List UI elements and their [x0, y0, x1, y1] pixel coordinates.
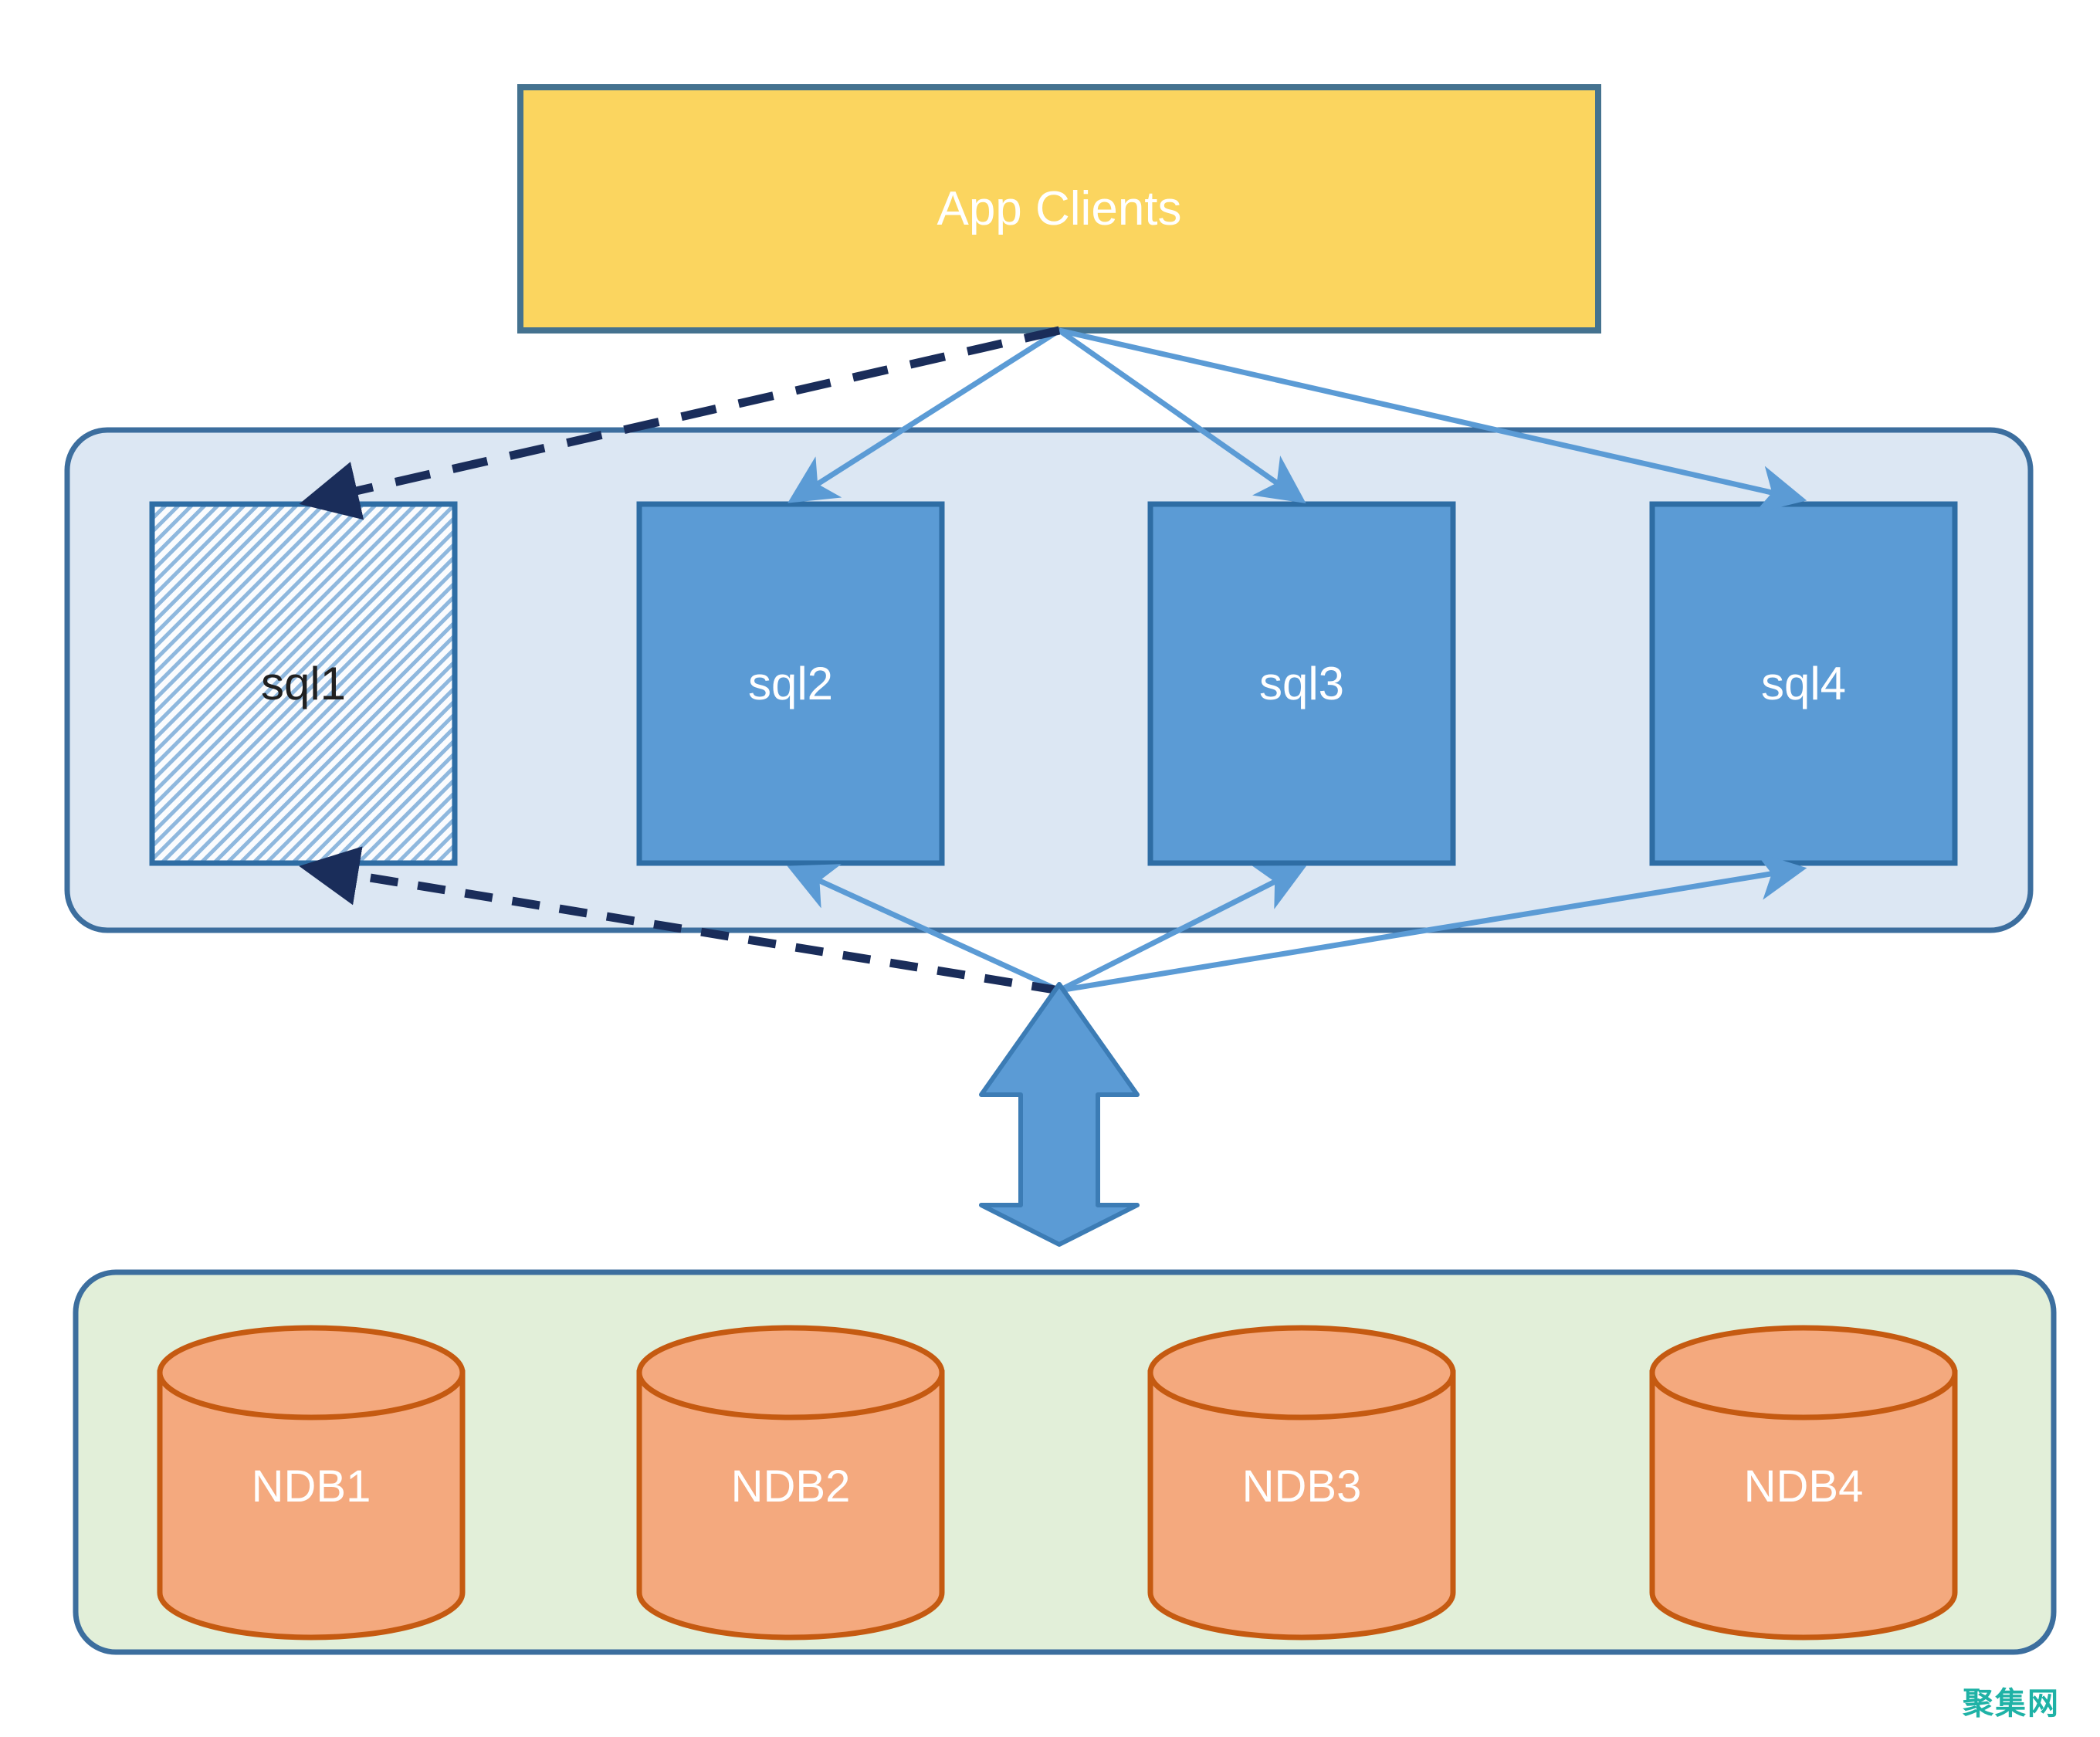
sql-node-sql1[interactable] — [149, 501, 458, 866]
client-to-sql-arrows — [788, 327, 1807, 514]
ndb-cylinder-ndb2[interactable] — [636, 1325, 945, 1640]
data-to-sql-arrows — [787, 852, 1807, 994]
sql-node-sql3[interactable] — [1147, 501, 1456, 866]
ndb-cylinder-ndb4[interactable] — [1649, 1325, 1958, 1640]
client-to-sql1-dashed-arrow — [299, 326, 1061, 520]
data-layer-panel — [73, 1269, 2057, 1655]
site-watermark: 聚集网 — [1963, 1686, 2060, 1722]
ndb-cylinder-ndb1[interactable] — [157, 1325, 466, 1640]
app-clients-box[interactable] — [517, 84, 1601, 334]
sql-node-sql2[interactable] — [636, 501, 945, 866]
sql-node-sql4[interactable] — [1649, 501, 1958, 866]
ndb-cylinder-ndb3[interactable] — [1147, 1325, 1456, 1640]
tier-link-bidirectional-arrow — [979, 982, 1140, 1247]
data-to-sql1-dashed-arrow — [299, 846, 1060, 995]
sql-layer-panel — [64, 427, 2034, 933]
